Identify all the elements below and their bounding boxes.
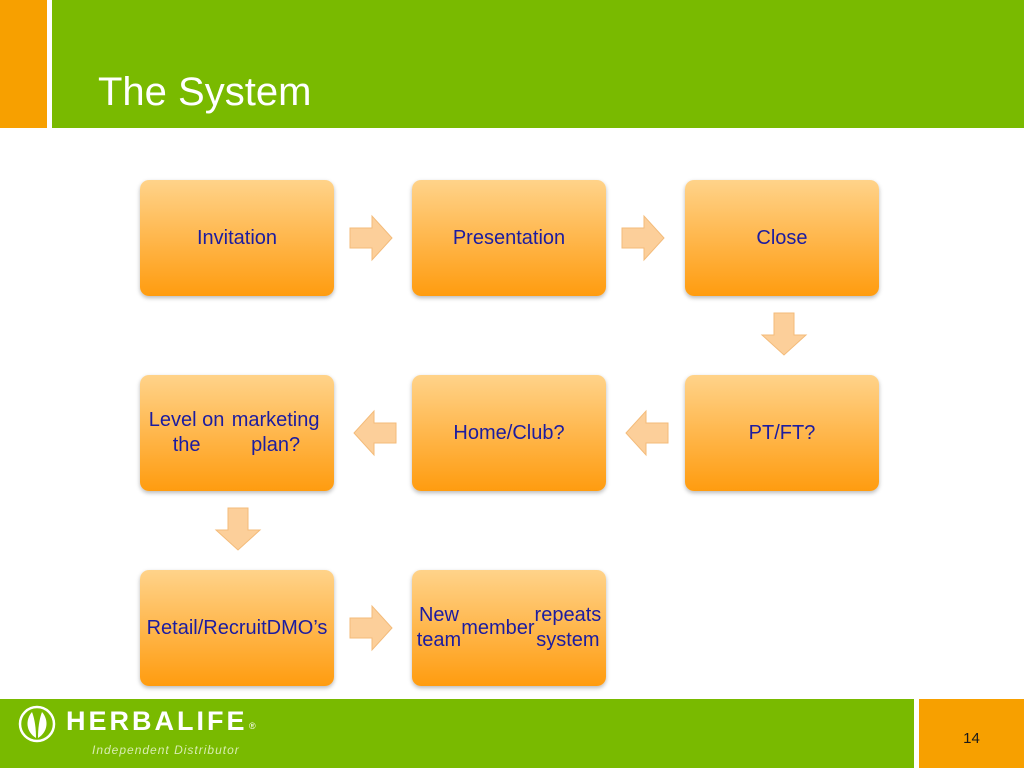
node-retail-recruit-line-1: Retail/Recruit [146, 616, 267, 639]
node-retail-recruit-line-2: DMO’s [266, 616, 328, 639]
arrow-close-to-pt-ft-icon [760, 312, 808, 356]
node-new-member-line-1: New team [416, 604, 462, 651]
registered-mark: ® [249, 721, 256, 731]
arrow-level-to-retail-recruit-icon [214, 507, 262, 551]
herbalife-leaf-icon [18, 705, 56, 743]
logo-tagline: Independent Distributor [92, 743, 240, 757]
arrow-pt-ft-to-home-club-icon [625, 409, 669, 457]
herbalife-wordmark: HERBALIFE [66, 706, 248, 736]
node-invitation: Invitation [140, 180, 334, 296]
node-home-club: Home/Club? [412, 375, 606, 491]
node-invitation-label: Invitation [196, 226, 278, 249]
arrow-invitation-to-presentation-icon [349, 214, 393, 262]
node-presentation: Presentation [412, 180, 606, 296]
node-new-member-line-2: member [461, 616, 535, 639]
node-close-label: Close [756, 226, 808, 249]
node-new-member: New team member repeats system [412, 570, 606, 686]
footer-bar [0, 699, 914, 768]
herbalife-logo: HERBALIFE ® Independent Distributor [18, 702, 268, 764]
node-pt-ft: PT/FT? [685, 375, 879, 491]
header-accent-block [0, 0, 47, 128]
arrow-home-club-to-level-icon [353, 409, 397, 457]
arrow-retail-recruit-to-new-member-icon [349, 604, 393, 652]
node-close: Close [685, 180, 879, 296]
node-presentation-label: Presentation [452, 226, 566, 249]
node-retail-recruit: Retail/Recruit DMO’s [140, 570, 334, 686]
arrow-presentation-to-close-icon [621, 214, 665, 262]
header-bar [52, 0, 1024, 128]
page-number: 14 [963, 730, 980, 747]
node-new-member-line-3: repeats system [534, 604, 602, 651]
node-home-club-label: Home/Club? [453, 421, 565, 444]
node-pt-ft-label: PT/FT? [748, 421, 816, 444]
node-level-line-2: marketing plan? [231, 409, 320, 456]
node-level: Level on the marketing plan? [140, 375, 334, 491]
slide-title: The System [98, 70, 312, 114]
node-level-line-1: Level on the [148, 409, 225, 456]
footer-accent-block [919, 699, 1024, 768]
